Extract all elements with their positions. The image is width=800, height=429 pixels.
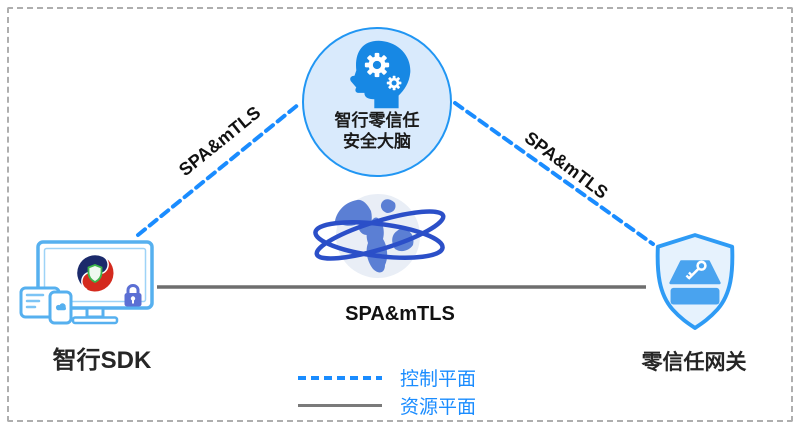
brain-gears-icon <box>350 40 411 109</box>
lock-icon <box>124 284 142 307</box>
head-silhouette <box>350 40 411 109</box>
monitor-stand <box>85 306 105 319</box>
monitor-devices-icon <box>19 240 154 325</box>
legend-control-label: 控制平面 <box>400 369 477 390</box>
large-gear-hub <box>372 60 382 70</box>
gateway-node-label: 零信任网关 <box>641 351 747 374</box>
sdk-node-label: 智行SDK <box>52 347 152 374</box>
phone-icon <box>48 290 73 325</box>
monitor-inner-bezel <box>43 247 147 303</box>
legend-row-control: 控制平面 <box>298 367 477 390</box>
sdk-logo-icon <box>75 253 114 292</box>
resource-link-label: SPA&mTLS <box>345 303 455 325</box>
shield-server-key-icon <box>655 233 735 330</box>
legend-resource-label: 资源平面 <box>400 397 477 418</box>
brain-label-line2: 安全大脑 <box>343 132 411 152</box>
legend: 控制平面 资源平面 <box>298 367 477 418</box>
monitor-base <box>71 316 119 325</box>
control-plane-link-left <box>136 102 301 237</box>
server-front-face <box>670 287 720 305</box>
security-brain-node: 智行零信任 安全大脑 <box>302 27 452 177</box>
control-plane-link-right <box>453 101 655 246</box>
legend-control-line-swatch <box>298 375 382 380</box>
key-icon <box>685 260 707 280</box>
globe-orbit-rings <box>313 209 446 261</box>
small-gear-hub <box>391 80 397 86</box>
cloud-icon <box>55 303 66 311</box>
globe-orbit-icon <box>313 194 446 278</box>
brain-label-line1: 智行零信任 <box>334 111 420 130</box>
shield-logo-icon <box>87 264 103 284</box>
legend-row-resource: 资源平面 <box>298 395 477 418</box>
legend-resource-line-swatch <box>298 404 382 407</box>
